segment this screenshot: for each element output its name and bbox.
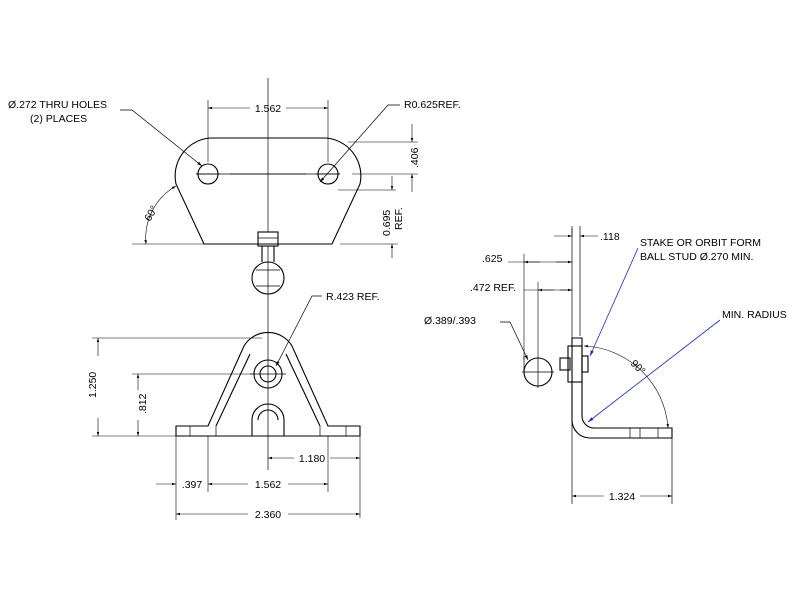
dim-top-1562: 1.562 bbox=[255, 103, 281, 115]
base-flange bbox=[175, 331, 361, 437]
dim-1324: 1.324 bbox=[609, 491, 635, 503]
dim-625: .625 bbox=[482, 253, 503, 265]
dim-0695: 0.695 bbox=[381, 210, 393, 236]
bent-bracket bbox=[571, 337, 673, 439]
dim-bottom-1562: 1.562 bbox=[255, 479, 281, 491]
angle-60: 60° bbox=[142, 204, 160, 224]
stake-note-1: STAKE OR ORBIT FORM bbox=[640, 237, 761, 249]
min-radius-label: MIN. RADIUS bbox=[722, 309, 787, 321]
dim-472: .472 REF. bbox=[470, 282, 516, 294]
stake-note-2: BALL STUD Ø.270 MIN. bbox=[640, 251, 753, 263]
ball-stud-side bbox=[251, 231, 285, 340]
dim-397: .397 bbox=[182, 479, 203, 491]
dim-0695-ref: REF. bbox=[393, 207, 405, 230]
dim-118: .118 bbox=[600, 231, 620, 243]
side-view: .118 .625 .472 REF. Ø.389/.393 STAKE OR … bbox=[424, 226, 787, 504]
dim-2360: 2.360 bbox=[255, 509, 281, 521]
dim-1180: 1.180 bbox=[299, 453, 325, 465]
ball-dia-label: Ø.389/.393 bbox=[424, 315, 476, 327]
front-view: R.423 REF. 1.250 .812 1.180 .397 1.562 2… bbox=[87, 291, 380, 521]
thru-holes-places: (2) PLACES bbox=[30, 113, 87, 125]
radius-top-label: R0.625REF. bbox=[404, 99, 461, 111]
radius-423-label: R.423 REF. bbox=[326, 291, 380, 303]
dim-1250: 1.250 bbox=[87, 372, 99, 398]
plate-outline bbox=[174, 137, 362, 245]
thru-holes-label: Ø.272 THRU HOLES bbox=[8, 99, 107, 111]
dim-406: .406 bbox=[409, 147, 421, 168]
top-view: 1.562 Ø.272 THRU HOLES (2) PLACES R0.625… bbox=[8, 78, 461, 258]
dim-812: .812 bbox=[137, 393, 149, 414]
